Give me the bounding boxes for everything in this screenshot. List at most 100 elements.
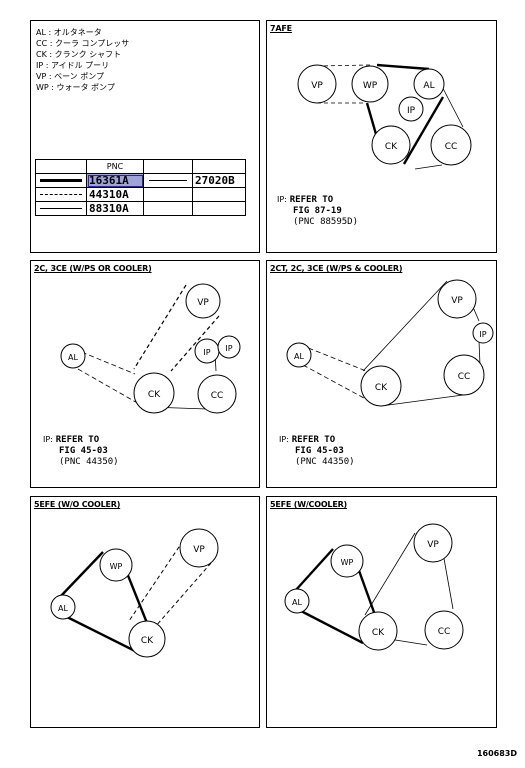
pulley-label: WP: [110, 562, 123, 571]
ip-reference-note: IP: REFER TO FIG 45-03 (PNC 44350): [43, 435, 119, 467]
belt-thick: [294, 548, 377, 645]
line-sample-thin: [35, 201, 87, 216]
panel-7afe: 7AFE VP WP AL IP CK CC IP: REFER TO: [266, 20, 497, 253]
pnc-cell: 16361A: [86, 173, 144, 188]
panel-2c-3ce: 2C, 3CE (W/PS OR COOLER) VP IP IP AL CK …: [30, 260, 260, 488]
pnc-cell: 88310A: [86, 201, 144, 216]
line-sample-thin: [143, 173, 193, 188]
pulley-wp: [99, 548, 133, 582]
pulley-al: [284, 588, 310, 614]
pulley-wp: [351, 65, 389, 103]
legend-item-al: AL : オルタネータ: [36, 28, 102, 37]
panel-title: 2C, 3CE (W/PS OR COOLER): [34, 264, 152, 273]
line-sample-thick: [35, 173, 87, 188]
line-sample-dashed: [35, 187, 87, 202]
belt-thin-vp-wp: [316, 64, 371, 104]
legend-item-cc: CC : クーラ コンプレッサ: [36, 39, 130, 48]
ip-reference-note: IP: REFER TO FIG 45-03 (PNC 44350): [279, 435, 355, 467]
pulley-label: WP: [341, 558, 354, 567]
pulley-vp: [437, 279, 477, 319]
pulley-label: VP: [193, 545, 205, 555]
pulley-label: AL: [292, 598, 302, 607]
panel-title: 7AFE: [270, 24, 292, 33]
pulley-label: AL: [294, 352, 304, 361]
belt-diagram-2c-3ce: VP IP IP AL CK CC: [60, 283, 241, 414]
pnc-cell: 27020B: [192, 173, 246, 188]
pulley-cc: [430, 124, 472, 166]
belt-thick: [58, 551, 149, 655]
pulley-label: CK: [375, 383, 388, 393]
pulley-ck: [128, 620, 166, 658]
pulley-label: VP: [197, 298, 209, 308]
pulley-label: IP: [203, 348, 210, 357]
panel-5efe-wo-cooler: 5EFE (W/O COOLER) WP VP AL CK: [30, 496, 260, 728]
pulley-al: [50, 594, 76, 620]
belt-thin: [362, 280, 481, 407]
pulley-al: [413, 68, 445, 100]
pulley-ip: [398, 96, 424, 122]
panel-title: 5EFE (W/COOLER): [270, 500, 348, 509]
pulley-cc: [424, 610, 464, 650]
belt-diagram-5efe-wo: WP VP AL CK: [50, 528, 219, 658]
panel-5efe-w-cooler: 5EFE (W/COOLER) WP VP AL CK CC: [266, 496, 497, 728]
legend-item-ck: CK : クランク シャフト: [36, 50, 122, 59]
pnc-header: PNC: [86, 159, 144, 174]
pulley-ck: [371, 125, 411, 165]
table-row: 44310A: [35, 187, 246, 202]
pulley-ck: [358, 611, 398, 651]
pulley-label: VP: [311, 81, 323, 91]
pulley-label: AL: [68, 353, 78, 362]
pulley-label: CK: [385, 142, 398, 152]
pulley-al: [60, 343, 86, 369]
pnc-cell: 44310A: [86, 187, 144, 202]
panel-2ct-2c-3ce: 2CT, 2C, 3CE (W/PS & COOLER) VP IP AL CK…: [266, 260, 497, 488]
pulley-label: IP: [407, 106, 416, 116]
table-row: 16361A 27020B: [35, 173, 246, 188]
pulley-label: CC: [445, 142, 458, 152]
panel-title: 2CT, 2C, 3CE (W/PS & COOLER): [270, 264, 403, 273]
pulley-label: CK: [141, 636, 154, 646]
pulley-label: CK: [148, 390, 161, 400]
pulley-label: VP: [427, 540, 439, 550]
pulley-label: CC: [211, 391, 224, 401]
ip-reference-note: IP: REFER TO FIG 87-19 (PNC 88595D): [277, 195, 359, 227]
pulley-label: WP: [363, 81, 378, 91]
pulley-ck: [133, 372, 175, 414]
pulley-wp: [330, 544, 364, 578]
pulley-ck: [360, 365, 402, 407]
pnc-table: PNC 16361A 27020B 44310A 88310A: [35, 159, 246, 216]
pulley-label: CC: [438, 627, 451, 637]
belt-diagram-2ct: VP IP AL CK CC: [286, 279, 494, 407]
pulley-label: CK: [372, 628, 385, 638]
legend-list: AL : オルタネータ CC : クーラ コンプレッサ CK : クランク シャ…: [36, 27, 129, 93]
pulley-label: IP: [479, 330, 486, 339]
belt-dashed: [133, 284, 220, 372]
pulley-vp: [179, 528, 219, 568]
belt-dashed: [128, 540, 212, 628]
panel-title: 5EFE (W/O COOLER): [34, 500, 121, 509]
belt-thin: [364, 532, 454, 646]
pulley-vp: [413, 523, 453, 563]
pulley-label: IP: [225, 344, 232, 353]
legend-panel: AL : オルタネータ CC : クーラ コンプレッサ CK : クランク シャ…: [30, 20, 260, 253]
pulley-label: CC: [458, 372, 471, 382]
legend-item-wp: WP : ウォータ ポンプ: [36, 83, 115, 92]
pulley-cc: [197, 374, 237, 414]
pulley-vp: [297, 64, 337, 104]
pulley-label: AL: [423, 81, 434, 91]
belt-diagram-7afe: VP WP AL IP CK CC: [297, 63, 472, 170]
legend-item-vp: VP : ベーン ポンプ: [36, 72, 104, 81]
pnc-header-row: PNC: [35, 159, 246, 174]
pulley-label: AL: [58, 604, 68, 613]
pulley-ip: [472, 322, 494, 344]
figure-number: 160683D: [476, 749, 517, 758]
legend-item-ip: IP : アイドル プーリ: [36, 61, 110, 70]
table-row: 88310A: [35, 201, 246, 216]
pulley-vp: [185, 283, 221, 319]
pulley-ip: [217, 335, 241, 359]
pulley-cc: [443, 354, 485, 396]
pulley-al: [286, 342, 312, 368]
belt-diagram-5efe-w: WP VP AL CK CC: [284, 523, 464, 651]
pulley-label: VP: [451, 296, 463, 306]
belt-dashed: [300, 344, 376, 405]
